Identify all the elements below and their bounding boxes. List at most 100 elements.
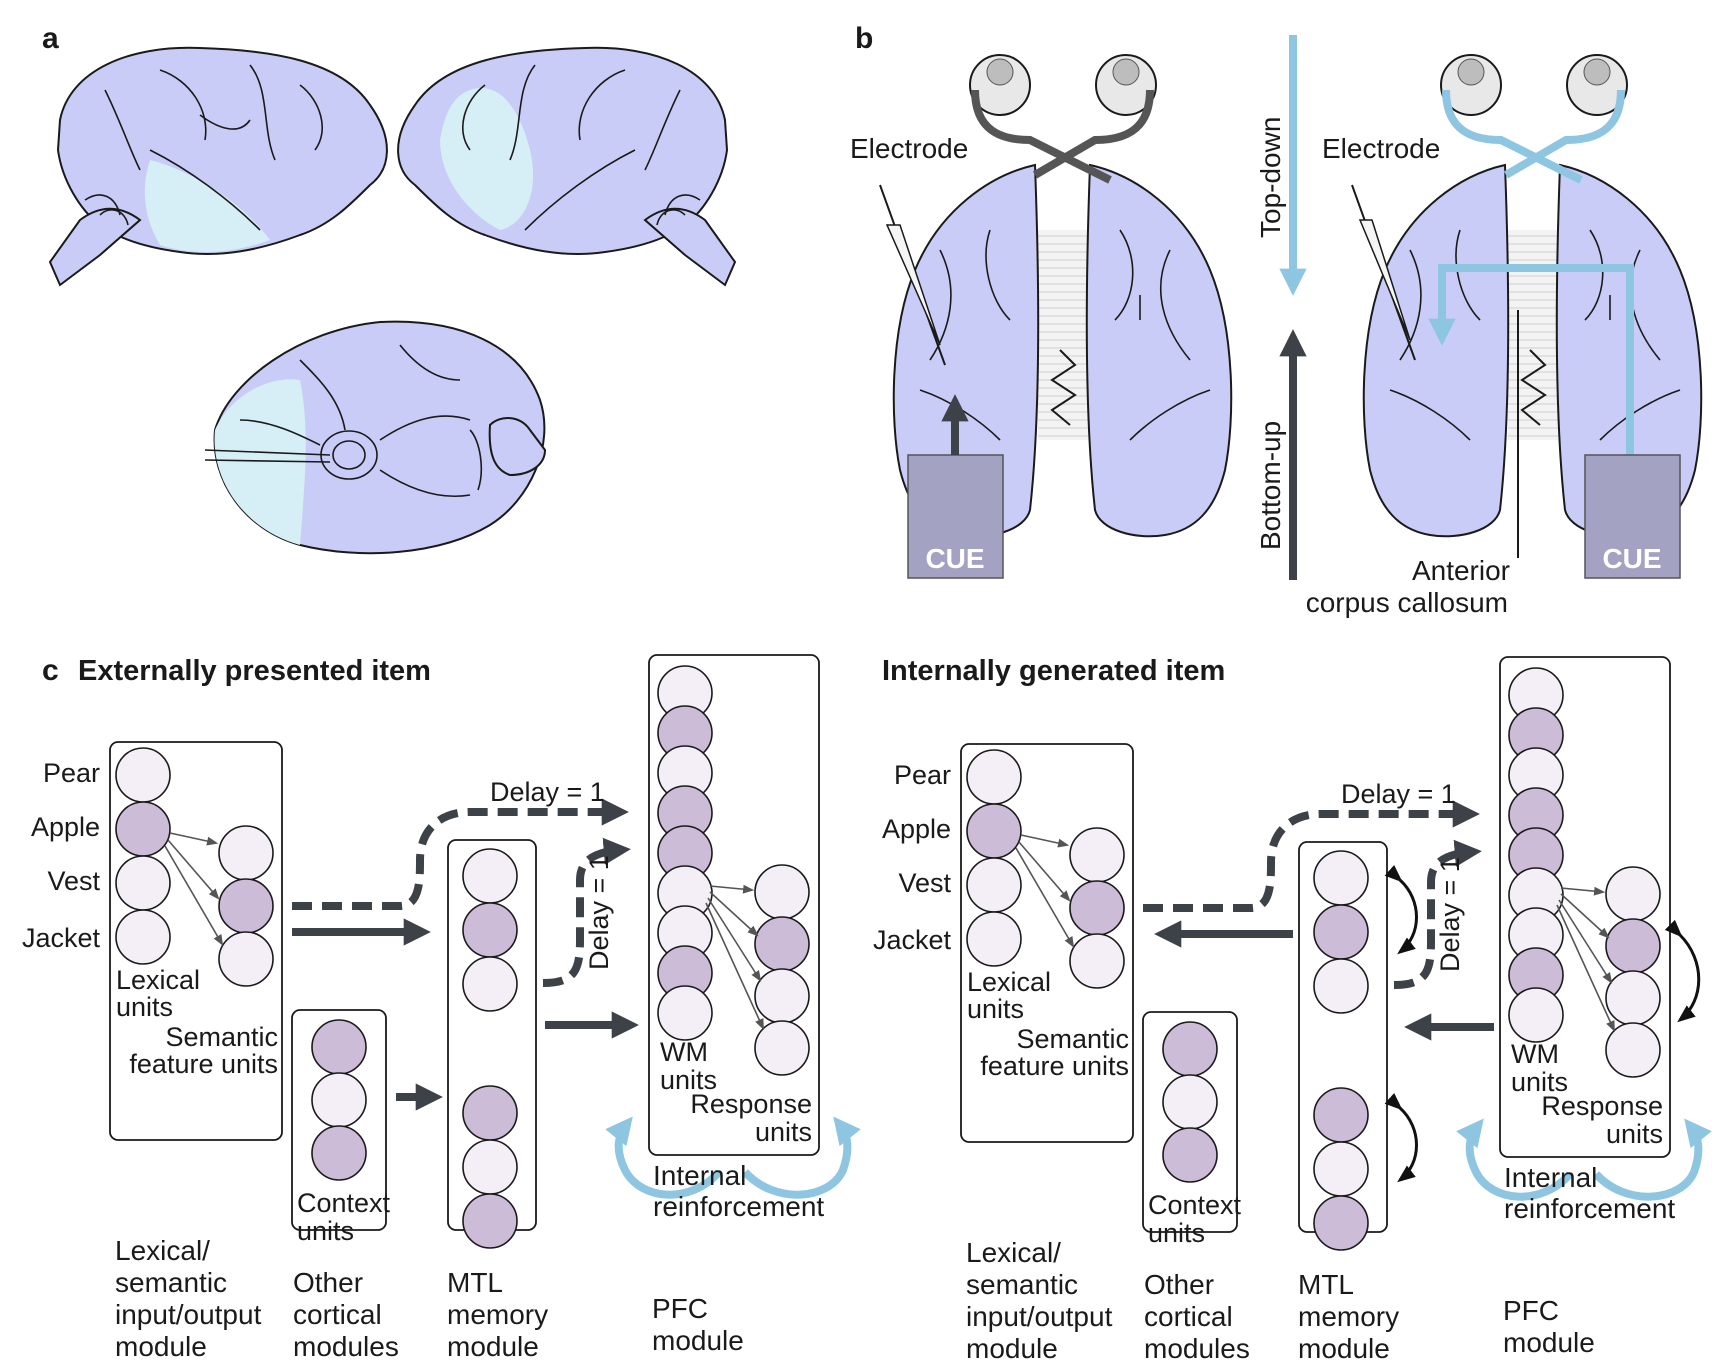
mtl-unit	[1313, 904, 1369, 960]
reinforcement-label: reinforcement	[653, 1191, 824, 1222]
wm-units-label: units	[1511, 1067, 1568, 1097]
mtl-unit	[1313, 1141, 1369, 1197]
module-lexical-label: semantic	[966, 1269, 1078, 1300]
context-units-label: units	[1148, 1218, 1205, 1248]
wm-unit	[1508, 987, 1564, 1043]
lexical-unit	[966, 803, 1022, 859]
lexical-unit	[966, 911, 1022, 967]
context-unit	[1162, 1074, 1218, 1130]
lexical-units-label: units	[116, 992, 173, 1022]
response-unit	[1605, 918, 1661, 974]
electrode-label-left: Electrode	[850, 133, 968, 164]
item-label: Jacket	[22, 923, 101, 953]
anterior-label: Anterior	[1412, 555, 1510, 586]
delay-top-label: Delay = 1	[490, 777, 605, 807]
mtl-unit	[1313, 850, 1369, 906]
module-other-label: modules	[293, 1331, 399, 1362]
cue-label-right: CUE	[1602, 543, 1661, 574]
heading-external: Externally presented item	[78, 655, 431, 687]
cue-label-left: CUE	[925, 543, 984, 574]
item-label: Pear	[43, 758, 100, 788]
semantic-unit	[1069, 880, 1125, 936]
item-label: Vest	[898, 868, 951, 898]
cue-box-left	[907, 454, 1004, 579]
module-mtl-label: memory	[1298, 1301, 1399, 1332]
module-mtl-label: module	[447, 1331, 539, 1362]
brain-top-view-left	[892, 163, 1233, 538]
mtl-unit	[462, 1139, 518, 1195]
context-unit	[1162, 1021, 1218, 1077]
module-mtl-label: module	[1298, 1333, 1390, 1364]
delay-side-label: Delay = 1	[1435, 857, 1465, 972]
semantic-units-label: Semantic	[165, 1022, 278, 1052]
mtl-unit	[462, 848, 518, 904]
module-other-label: Other	[1144, 1269, 1214, 1300]
semantic-units-label: feature units	[129, 1049, 278, 1079]
response-units-label: units	[755, 1117, 812, 1147]
bottom-up-label: Bottom-up	[1255, 421, 1286, 550]
response-unit	[754, 1020, 810, 1076]
lexical-unit	[115, 747, 171, 803]
lexical-unit	[115, 909, 171, 965]
network-external	[109, 654, 861, 1249]
eyes-left	[969, 54, 1157, 184]
response-unit	[754, 864, 810, 920]
module-pfc-label: PFC	[1503, 1295, 1559, 1326]
module-pfc-label: module	[1503, 1327, 1595, 1358]
semantic-unit	[218, 825, 274, 881]
item-label: Vest	[47, 866, 100, 896]
lexical-unit	[115, 801, 171, 857]
response-unit	[1605, 866, 1661, 922]
lexical-unit	[966, 857, 1022, 913]
lexical-units-label: Lexical	[967, 967, 1051, 997]
mtl-unit	[462, 902, 518, 958]
wm-units-label: units	[660, 1065, 717, 1095]
heading-internal: Internally generated item	[882, 655, 1225, 687]
panel-label-c: c	[42, 654, 59, 687]
module-pfc-label: PFC	[652, 1293, 708, 1324]
mtl-unit	[462, 956, 518, 1012]
module-lexical-label: semantic	[115, 1267, 227, 1298]
lexical-unit	[966, 749, 1022, 805]
brain-lateral-right	[397, 46, 737, 287]
module-lexical-label: input/output	[966, 1301, 1113, 1332]
response-unit	[754, 916, 810, 972]
delay-top-label: Delay = 1	[1341, 779, 1456, 809]
reinforcement-label: reinforcement	[1504, 1193, 1675, 1224]
electrode-left	[885, 224, 941, 346]
top-down-path-right	[1428, 264, 1634, 455]
mtl-unit	[462, 1085, 518, 1141]
response-unit	[1605, 970, 1661, 1026]
context-unit	[311, 1072, 367, 1128]
mtl-unit	[1313, 1195, 1369, 1251]
mtl-unit	[462, 1193, 518, 1249]
cue-box-right	[1584, 454, 1681, 579]
semantic-units-label: Semantic	[1016, 1024, 1129, 1054]
semantic-unit	[1069, 933, 1125, 989]
response-units-label: units	[1606, 1119, 1663, 1149]
semantic-unit	[218, 878, 274, 934]
lexical-units-label: units	[967, 994, 1024, 1024]
context-unit	[311, 1019, 367, 1075]
semantic-units-label: feature units	[980, 1051, 1129, 1081]
wm-units-label: WM	[660, 1037, 708, 1067]
module-mtl-label: MTL	[1298, 1269, 1354, 1300]
electrode-right	[1358, 219, 1411, 341]
response-units-label: Response	[1541, 1091, 1663, 1121]
panel-label-b: b	[855, 22, 873, 55]
context-units-label: units	[297, 1216, 354, 1246]
module-lexical-label: module	[115, 1331, 207, 1362]
wm-units-label: WM	[1511, 1039, 1559, 1069]
module-other-label: Other	[293, 1267, 363, 1298]
module-lexical-label: Lexical/	[966, 1237, 1061, 1268]
response-unit	[754, 968, 810, 1024]
lexical-unit	[115, 855, 171, 911]
reinforcement-label: Internal	[1504, 1162, 1597, 1193]
mtl-unit	[1313, 958, 1369, 1014]
brain-lateral-left	[48, 46, 388, 287]
module-lexical-label: module	[966, 1333, 1058, 1364]
module-other-label: cortical	[1144, 1301, 1233, 1332]
panel-label-a: a	[42, 22, 59, 55]
item-label: Apple	[31, 812, 100, 842]
